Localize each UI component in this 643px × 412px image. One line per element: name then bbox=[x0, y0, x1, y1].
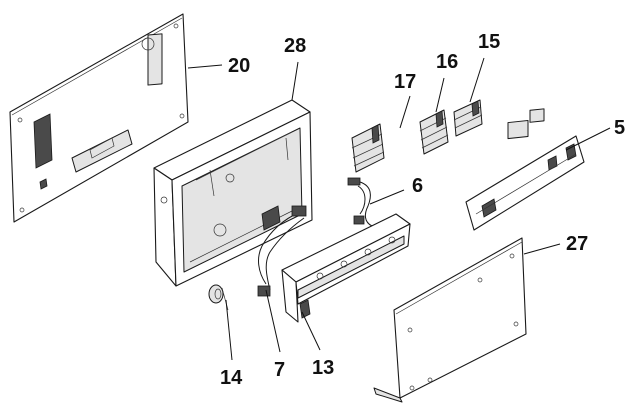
part-27-front-cover bbox=[373, 237, 527, 403]
part-5-circuit-board bbox=[465, 108, 585, 231]
part-16-terminal-block bbox=[419, 109, 449, 155]
callout-15: 15 bbox=[478, 31, 500, 53]
part-15-terminal-block bbox=[453, 99, 483, 137]
callout-20: 20 bbox=[228, 55, 250, 77]
callout-17: 17 bbox=[394, 71, 416, 93]
callout-16: 16 bbox=[436, 51, 458, 73]
part-28-enclosure bbox=[153, 99, 313, 287]
callout-14: 14 bbox=[220, 367, 243, 389]
callout-13: 13 bbox=[312, 357, 334, 379]
part-7-cable-assembly bbox=[257, 205, 307, 297]
callout-5: 5 bbox=[614, 117, 625, 139]
callout-27: 27 bbox=[566, 233, 588, 255]
part-17-terminal-block bbox=[351, 123, 385, 173]
part-20-mounting-plate bbox=[9, 13, 189, 223]
callout-7: 7 bbox=[274, 359, 285, 381]
callout-28: 28 bbox=[284, 35, 306, 57]
part-14-grommet bbox=[208, 284, 229, 311]
part-6-wire-harness bbox=[347, 177, 373, 227]
leader-lines bbox=[187, 57, 611, 361]
callout-6: 6 bbox=[412, 175, 423, 197]
part-13-bracket bbox=[281, 213, 411, 323]
